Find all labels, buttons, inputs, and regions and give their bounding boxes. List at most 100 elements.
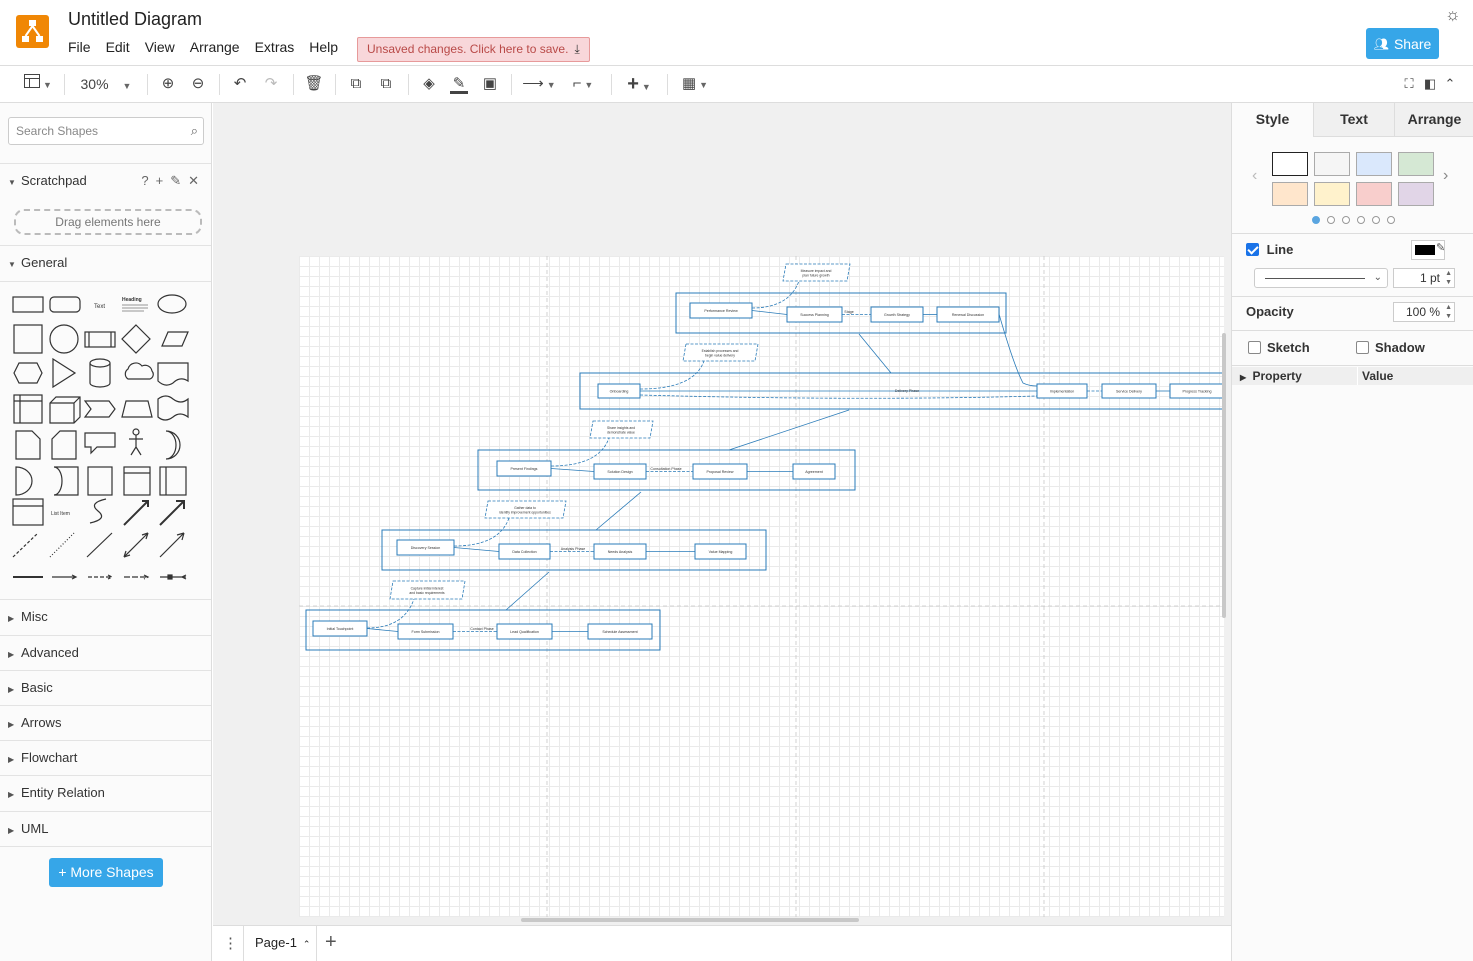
- color-swatch[interactable]: [1272, 152, 1308, 176]
- fill-color-icon[interactable]: ◈: [423, 75, 435, 92]
- format-panel-toggle[interactable]: ▼: [22, 74, 54, 94]
- format-panel-icon[interactable]: ◧: [1423, 76, 1437, 91]
- insert-plus-icon[interactable]: +▼: [627, 73, 651, 95]
- stepper-icon[interactable]: ▲▼: [1445, 270, 1452, 286]
- search-shapes-input[interactable]: Search Shapes ⌕: [8, 117, 204, 145]
- annotation-link[interactable]: [639, 360, 705, 390]
- fullscreen-icon[interactable]: ⛶: [1404, 76, 1414, 91]
- annotation-note[interactable]: [782, 263, 851, 282]
- section-flowchart[interactable]: ▶Flowchart: [0, 740, 211, 775]
- shadow-icon[interactable]: ▣: [482, 75, 498, 92]
- table-icon[interactable]: ▦▼: [681, 75, 709, 92]
- annotation-note[interactable]: [484, 500, 567, 519]
- phase-connector[interactable]: [858, 333, 892, 374]
- line-checkbox[interactable]: [1246, 243, 1259, 256]
- close-icon[interactable]: ✕: [188, 173, 206, 188]
- renewal-connector[interactable]: [998, 313, 1038, 387]
- waypoints-icon[interactable]: ⌐▼: [572, 75, 594, 92]
- to-front-icon[interactable]: ⧉: [350, 75, 362, 92]
- theme-sun-icon[interactable]: ☼: [1445, 5, 1461, 24]
- flow-connector[interactable]: [751, 310, 788, 315]
- annotation-link[interactable]: [453, 517, 510, 547]
- process-node[interactable]: [587, 623, 653, 640]
- annotation-note[interactable]: [589, 420, 654, 439]
- palette-page-dot[interactable]: [1372, 216, 1380, 224]
- tab-text[interactable]: Text: [1313, 103, 1394, 137]
- phase-connector[interactable]: [505, 571, 550, 611]
- zoom-select[interactable]: 30%▼: [80, 76, 132, 92]
- more-shapes-button[interactable]: + More Shapes: [49, 858, 163, 887]
- add-icon[interactable]: +: [155, 173, 171, 188]
- palette-page-dot[interactable]: [1387, 216, 1395, 224]
- phase-container[interactable]: [477, 449, 856, 491]
- menu-help[interactable]: Help: [309, 39, 339, 55]
- section-entity-relation[interactable]: ▶Entity Relation: [0, 775, 211, 810]
- collapse-icon[interactable]: ⌃: [1444, 76, 1456, 91]
- palette-page-dot[interactable]: [1327, 216, 1335, 224]
- phase-container[interactable]: [675, 292, 1007, 334]
- phase-container[interactable]: [381, 529, 767, 571]
- process-node[interactable]: [792, 463, 836, 480]
- add-page-icon[interactable]: +: [325, 931, 337, 953]
- opacity-input[interactable]: 100 %▲▼: [1393, 302, 1455, 322]
- scratchpad-header[interactable]: ▼Scratchpad ?+✎✕: [0, 163, 211, 198]
- color-swatch[interactable]: [1356, 152, 1392, 176]
- phase-container[interactable]: [579, 372, 1224, 410]
- flow-connector[interactable]: [550, 468, 595, 472]
- vertical-scrollbar[interactable]: [1222, 333, 1226, 618]
- section-advanced[interactable]: ▶Advanced: [0, 635, 211, 670]
- color-swatch[interactable]: [1356, 182, 1392, 206]
- line-style-select[interactable]: ⌄: [1254, 268, 1388, 288]
- color-swatch[interactable]: [1314, 182, 1350, 206]
- phase-connector[interactable]: [728, 409, 850, 451]
- shadow-checkbox[interactable]: [1356, 341, 1369, 354]
- zoom-in-icon[interactable]: ⊕: [161, 75, 175, 92]
- section-misc[interactable]: ▶Misc: [0, 599, 211, 634]
- undo-icon[interactable]: ↶: [233, 75, 247, 92]
- tab-style[interactable]: Style: [1232, 103, 1313, 137]
- color-swatch[interactable]: [1398, 152, 1434, 176]
- menu-file[interactable]: File: [68, 39, 91, 55]
- phase-connector[interactable]: [595, 491, 642, 531]
- line-width-input[interactable]: 1 pt▲▼: [1393, 268, 1455, 288]
- annotation-link[interactable]: [550, 437, 610, 467]
- process-node[interactable]: [1169, 383, 1224, 399]
- prev-palette-icon[interactable]: ‹: [1252, 167, 1258, 184]
- connection-style-icon[interactable]: ⟶▼: [522, 75, 556, 92]
- to-back-icon[interactable]: ⧉: [380, 75, 392, 92]
- pages-menu-icon[interactable]: ⋮: [223, 935, 238, 952]
- delete-icon[interactable]: 🗑︎: [304, 75, 324, 92]
- annotation-link[interactable]: [751, 280, 800, 309]
- line-color-button[interactable]: ✎: [1411, 240, 1445, 260]
- section-uml[interactable]: ▶UML: [0, 811, 211, 846]
- flow-connector[interactable]: [453, 547, 500, 552]
- menu-extras[interactable]: Extras: [254, 39, 295, 55]
- phase-container[interactable]: [305, 609, 661, 651]
- menu-arrange[interactable]: Arrange: [189, 39, 240, 55]
- process-node[interactable]: [694, 543, 747, 560]
- palette-page-dot[interactable]: [1357, 216, 1365, 224]
- redo-icon[interactable]: ↷: [264, 75, 278, 92]
- flow-connector[interactable]: [366, 628, 399, 632]
- share-button[interactable]: 👥︎ Share: [1366, 28, 1439, 59]
- page-tab[interactable]: Page-1⌃: [243, 926, 317, 961]
- unsaved-changes-button[interactable]: Unsaved changes. Click here to save. ⤓: [357, 37, 590, 62]
- zoom-out-icon[interactable]: ⊖: [191, 75, 205, 92]
- general-shape-palette[interactable]: Text Heading: [8, 287, 208, 587]
- general-header[interactable]: ▼General: [0, 245, 211, 280]
- page-menu-caret-icon[interactable]: ⌃: [302, 939, 311, 949]
- color-swatch[interactable]: [1314, 152, 1350, 176]
- color-swatch[interactable]: [1398, 182, 1434, 206]
- annotation-link[interactable]: [366, 598, 415, 629]
- help-icon[interactable]: ?: [141, 173, 156, 188]
- menu-view[interactable]: View: [144, 39, 175, 55]
- line-color-icon[interactable]: ✎: [449, 74, 469, 94]
- menu-edit[interactable]: Edit: [105, 39, 130, 55]
- onboarding-connector[interactable]: [639, 394, 1038, 399]
- property-table-header[interactable]: ▶ Property Value: [1232, 367, 1473, 385]
- section-arrows[interactable]: ▶Arrows: [0, 705, 211, 740]
- scratchpad-dropzone[interactable]: Drag elements here: [14, 209, 202, 235]
- horizontal-scrollbar[interactable]: [521, 918, 859, 922]
